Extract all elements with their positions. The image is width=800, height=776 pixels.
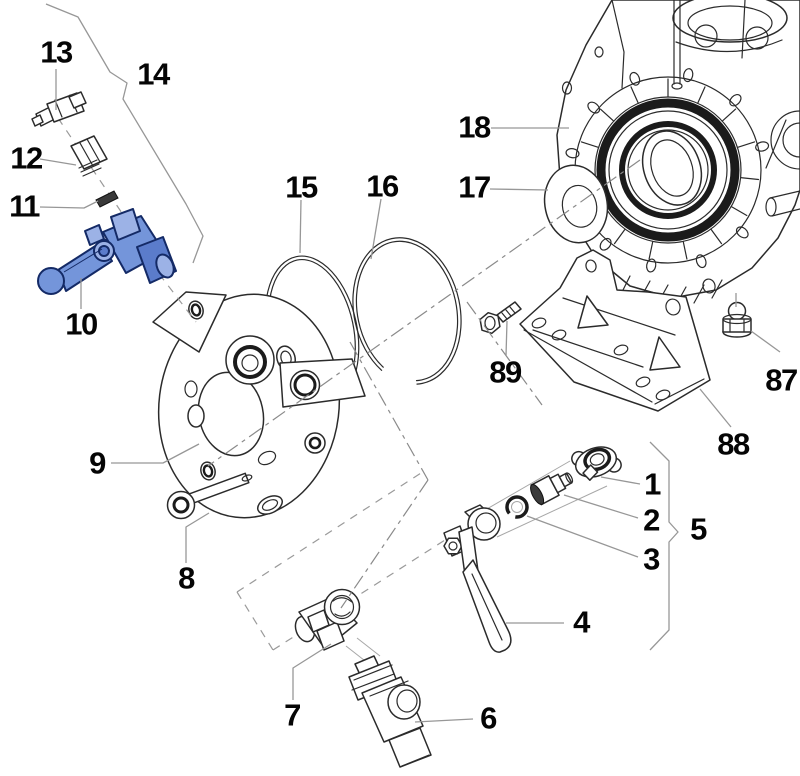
part-label-3: 3 [643, 542, 660, 577]
elbow-fitting-7 [294, 588, 361, 651]
part-label-18: 18 [458, 110, 491, 145]
bracket-holes [531, 259, 716, 401]
part-label-15: 15 [285, 170, 318, 205]
flange-plate [152, 291, 366, 519]
part-label-10: 10 [65, 307, 97, 342]
plunger-2 [530, 472, 574, 506]
part-label-2: 2 [643, 503, 659, 538]
part-label-14: 14 [137, 57, 171, 92]
valve-body-6 [348, 655, 432, 768]
o-ring-16 [352, 237, 462, 385]
swivel-fitting-1 [571, 446, 622, 481]
drain-group [443, 446, 622, 653]
part-label-12: 12 [10, 141, 42, 176]
part-label-88: 88 [717, 427, 750, 462]
lever-4 [443, 504, 512, 653]
part-label-87: 87 [765, 363, 797, 398]
part-label-4: 4 [573, 605, 591, 640]
plate-holes [184, 300, 326, 515]
part-label-11: 11 [9, 189, 40, 224]
mounting-bracket [519, 249, 716, 412]
gasket-pin-11 [95, 190, 119, 208]
socket-head-bolt-8 [166, 472, 253, 520]
part-label-13: 13 [40, 35, 73, 70]
center-lines [207, 159, 641, 609]
axis-dash-10-plate [149, 261, 197, 323]
axis-dash-13-10 [57, 117, 129, 223]
part-label-6: 6 [480, 701, 497, 736]
part-label-1: 1 [644, 467, 661, 502]
part-label-7: 7 [284, 698, 300, 733]
part-label-16: 16 [366, 169, 399, 204]
leader-lines [39, 3, 781, 723]
part-label-5: 5 [690, 512, 707, 547]
part-label-89: 89 [489, 355, 522, 390]
part-label-8: 8 [178, 561, 195, 596]
fitting-13 [31, 91, 87, 127]
part-label-17: 17 [458, 170, 490, 205]
stud-rod [671, 0, 683, 90]
nipple-12 [70, 135, 108, 177]
oil-plug [722, 301, 752, 338]
part-label-9: 9 [89, 446, 106, 481]
ball-valve-highlighted [37, 208, 177, 295]
snap-washer-3 [505, 495, 529, 519]
seal-ring [543, 164, 609, 244]
